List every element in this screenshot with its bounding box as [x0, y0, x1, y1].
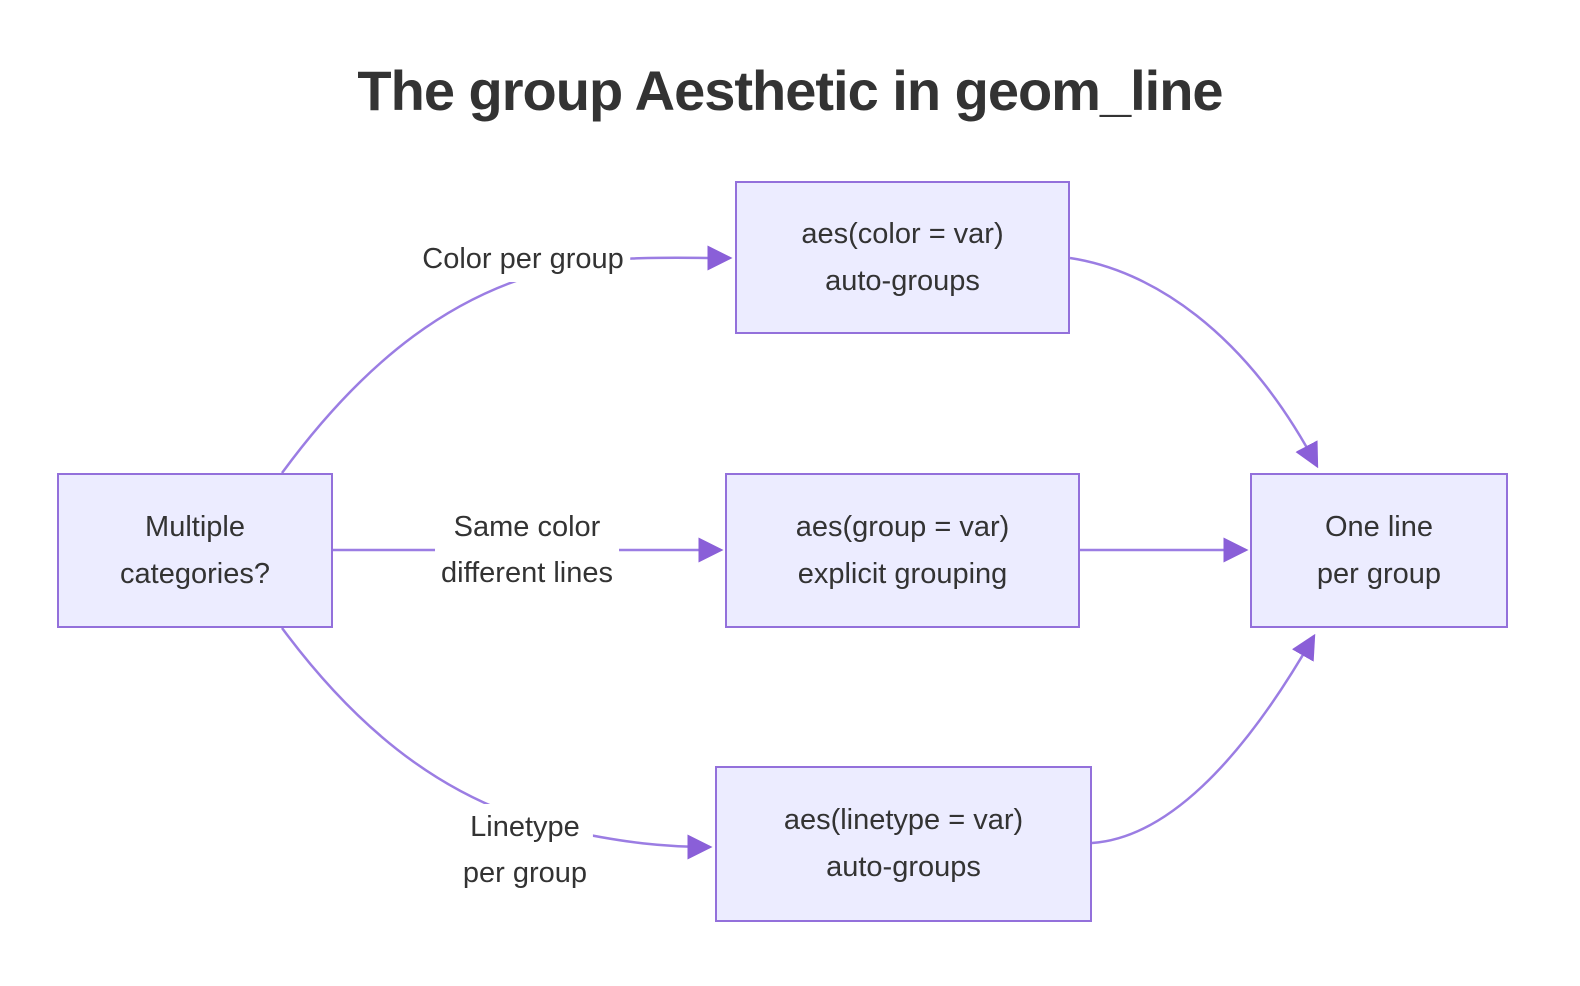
node-multiple-categories: Multiple categories? — [57, 473, 333, 628]
node-text-line: Multiple — [145, 510, 245, 543]
edge-label-line: different lines — [441, 557, 613, 589]
diagram-title: The group Aesthetic in geom_line — [357, 59, 1223, 122]
node-text-line: per group — [1316, 557, 1442, 590]
node-text-line: aes(color = var) — [801, 217, 1004, 250]
node-text-line: categories? — [120, 557, 270, 590]
edge-label-line: Same color — [453, 511, 601, 543]
node-text-line: One line — [1324, 510, 1433, 543]
node-text-line: explicit grouping — [797, 557, 1008, 590]
node-aes-color: aes(color = var) auto-groups — [735, 181, 1070, 334]
node-text-line: aes(group = var) — [795, 510, 1010, 543]
edge-label-line: Color per group — [422, 243, 624, 275]
edge-color-to-one-line — [1069, 256, 1319, 469]
edge-label-linetype-per-group: Linetype per group — [456, 804, 594, 896]
node-aes-linetype: aes(linetype = var) auto-groups — [715, 766, 1092, 922]
edge-label-line: Linetype — [470, 811, 580, 843]
edge-linetype-to-one-line — [1091, 633, 1316, 845]
node-text-line: auto-groups — [825, 264, 980, 297]
edge-label-line: per group — [462, 857, 588, 889]
node-text-line: aes(linetype = var) — [783, 804, 1024, 836]
edge-label-same-color-different-lines: Same color different lines — [435, 504, 619, 596]
edge-label-color-per-group: Color per group — [416, 236, 630, 282]
node-one-line-per-group: One line per group — [1250, 473, 1508, 628]
node-text-line: auto-groups — [826, 851, 981, 883]
edge-multiple-to-color — [280, 245, 733, 474]
node-aes-group: aes(group = var) explicit grouping — [725, 473, 1080, 628]
